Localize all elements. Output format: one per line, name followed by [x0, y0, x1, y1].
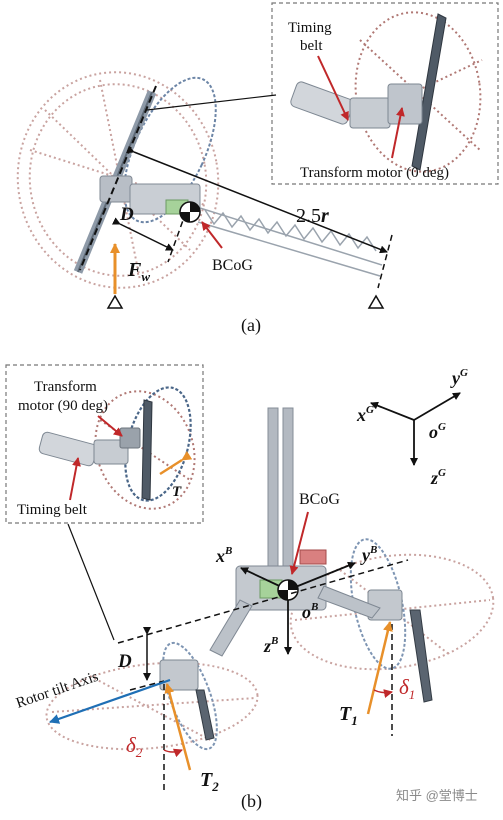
inset-b-mechanism — [38, 427, 141, 467]
inset-b-belt-pointer — [69, 457, 81, 501]
global-frame-o: oG — [429, 421, 446, 442]
reference-line-d — [167, 211, 187, 263]
tilt-reference-line — [117, 559, 409, 644]
inset-b-belt-label: Timing belt — [17, 502, 88, 518]
global-frame-x: xG — [356, 404, 374, 425]
rotor-tilt-axis-label: Rotor tilt Axis — [14, 669, 101, 712]
inset-b-thrust-label: T — [172, 484, 182, 500]
inset-a-motor-pointer — [391, 107, 405, 159]
delta2-label: δ2 — [126, 733, 143, 760]
reference-line-r — [377, 234, 393, 289]
cog-label: BCoG — [212, 257, 253, 274]
right-rotor — [289, 538, 495, 703]
t1-label: T1 — [339, 703, 358, 728]
cog-label-b: BCoG — [299, 491, 340, 508]
inset-b-thrust-arrow — [159, 450, 193, 476]
force-fw-label: Fw — [127, 259, 150, 284]
body-frame-y: yB — [360, 544, 377, 565]
panel-b: yG xG oG zG — [5, 364, 495, 812]
rotor-axis-dashed — [79, 85, 157, 271]
panel-a: D 2.5r Fw BCoG — [16, 2, 499, 336]
cog-pointer-b — [289, 511, 309, 575]
inset-b-motor-pointer — [97, 415, 123, 437]
inset-a-belt-pointer — [317, 55, 349, 121]
inset-b: Transform motor (90 deg) T Timing belt — [5, 364, 204, 524]
inset-a-leader — [146, 94, 277, 111]
body-frame-x: xB — [215, 545, 232, 566]
global-frame-y: yG — [450, 367, 468, 388]
inset-a: Timing belt Transform motor (0 deg) — [271, 2, 499, 185]
delta1-label: δ1 — [399, 675, 415, 702]
cog-symbol-b — [277, 579, 299, 601]
inset-b-leader — [67, 523, 115, 641]
tilt-axis-parallel-line — [129, 680, 165, 691]
dimension-d-label-b: D — [117, 651, 132, 672]
global-frame: yG xG oG zG — [356, 367, 468, 488]
t2-angle-arc — [163, 748, 183, 758]
global-frame-z: zG — [430, 467, 446, 488]
t1-thrust-arrow — [366, 621, 393, 715]
panel-b-label: (b) — [241, 791, 262, 812]
support-triangle-right — [367, 294, 385, 309]
inset-a-belt-label-1: Timing — [288, 20, 332, 36]
dimension-r-arrow — [126, 145, 388, 254]
inset-b-prop-guard — [94, 390, 196, 510]
panel-a-label: (a) — [241, 315, 261, 336]
watermark: 知乎 @堂博士 — [396, 788, 478, 803]
inset-a-motor-label: Transform motor (0 deg) — [300, 165, 449, 181]
t2-thrust-arrow — [164, 683, 192, 771]
body-frame: yB xB oB zB — [215, 544, 377, 656]
t2-label: T2 — [200, 769, 219, 794]
t1-angle-arc — [373, 689, 393, 698]
left-rotor — [45, 641, 259, 751]
rotor-tilt-axis-arrow — [49, 678, 171, 724]
dimension-d-label: D — [119, 204, 134, 225]
inset-a-belt-label-2: belt — [300, 38, 323, 54]
support-triangle-left — [106, 294, 124, 309]
dimension-r-label: 2.5r — [296, 205, 329, 227]
body-frame-o: oB — [302, 601, 318, 622]
cog-pointer-arrow — [201, 221, 223, 249]
vertical-mast — [267, 407, 294, 579]
dimension-d-arrow — [111, 217, 174, 251]
inset-b-motor-label-1: Transform — [34, 379, 97, 395]
cog-symbol — [179, 201, 201, 223]
inset-b-motor-label-2: motor (90 deg) — [18, 398, 108, 414]
inset-b-blade — [141, 399, 153, 501]
body-frame-z: zB — [263, 635, 278, 656]
